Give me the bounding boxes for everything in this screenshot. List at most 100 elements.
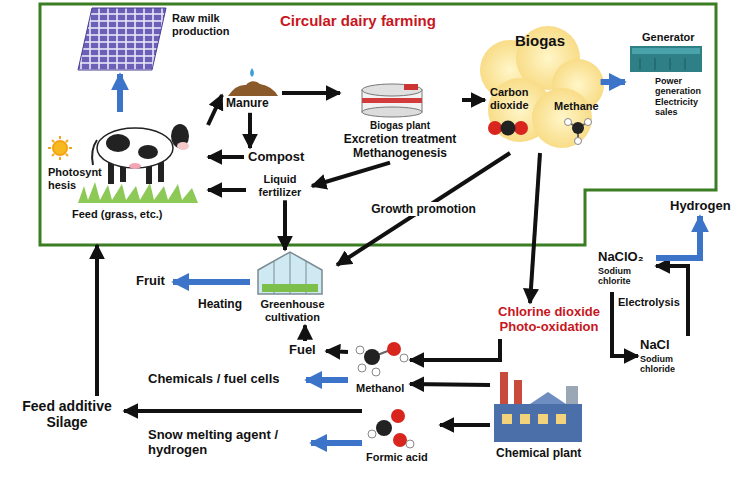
node-label: Photosynt hesis (48, 166, 106, 191)
node-label: Generator (642, 31, 695, 44)
cow-icon-part (97, 128, 173, 168)
node-label: NaCl (640, 338, 670, 353)
flow-arrow-blue (173, 279, 250, 285)
cow-icon-part (92, 140, 97, 165)
node-label: Methanol (356, 382, 404, 395)
chemical-plant-icon-part (514, 380, 522, 406)
methanol-node: Methanol (348, 338, 410, 397)
manure-icon (228, 68, 278, 96)
chemicals-node: Chemicals / fuel cells (146, 370, 306, 390)
flow-arrow (208, 95, 222, 125)
fruit-node: Fruit (133, 272, 173, 292)
sun-icon-part (66, 140, 68, 142)
fuel-node: Fuel (286, 341, 326, 361)
sun-icon-part (69, 147, 72, 149)
node-label: Greenhouse cultivation (250, 298, 335, 323)
methane-molecule (565, 119, 592, 145)
node-label: Sodium chloride (640, 354, 700, 375)
greenhouse-icon-part (258, 252, 322, 294)
biogas-plant-icon-part (362, 84, 422, 96)
farm-frame (40, 4, 716, 245)
biogas-plant-icon-part (404, 84, 418, 90)
flow-arrow-blue (311, 440, 362, 446)
cow-icon-part (177, 142, 189, 150)
grass-icon-part (78, 182, 198, 203)
chlorine-dioxide-node: Chlorine dioxide Photo-oxidation (486, 303, 616, 339)
free-label: Heating (198, 298, 242, 312)
cow-icon-part (129, 163, 141, 169)
node-label: Feed additive Silage (12, 398, 122, 430)
flow-arrow (124, 409, 362, 413)
chemical-plant-icon-part (500, 372, 508, 406)
manure-icon-part (228, 81, 278, 96)
snow-melting-node: Snow melting agent / hydrogen (146, 426, 311, 460)
methane-molecule-part (585, 119, 592, 126)
sun-icon (48, 136, 72, 160)
flow-arrow-blue (117, 74, 123, 112)
methane-molecule-part (575, 138, 582, 145)
chemical-plant-icon-part (556, 414, 566, 424)
flow-arrow (312, 163, 390, 186)
cow-icon-part (138, 145, 158, 159)
formic-acid-molecule-part (391, 409, 405, 423)
chemical-plant-node: Chemical plant (490, 366, 585, 463)
greenhouse-icon-part (262, 284, 318, 292)
sun-icon-part (52, 140, 54, 142)
sun-icon-part (52, 154, 54, 156)
cow-icon (92, 124, 189, 184)
generator-icon-part (640, 58, 641, 70)
node-label: Snow melting agent / hydrogen (148, 428, 298, 458)
chemical-plant-icon-part (494, 404, 582, 442)
chemical-plant-icon-part (566, 386, 578, 404)
methanol-molecule-part (358, 364, 366, 372)
flow-arrow (337, 153, 510, 265)
liquid-fertilizer-node: Liquid fertilizer (246, 172, 312, 200)
sun-icon-part (59, 136, 61, 139)
flow-arrow (410, 339, 500, 360)
chemical-plant-icon-part (530, 392, 566, 404)
methanol-molecule-part (372, 368, 380, 376)
flow-arrow (462, 98, 485, 102)
node-label: Methane (554, 100, 599, 113)
sun-icon-part (66, 154, 68, 156)
generator-icon-part (632, 48, 700, 54)
carbon-dioxide-molecule-part (488, 121, 502, 135)
biogas-plant-node: Biogas plantExcretion treatment Methanog… (340, 80, 462, 163)
sun-icon-part (53, 141, 67, 155)
node-label: Biogas plant (340, 120, 460, 132)
manure-icon-part (250, 68, 254, 77)
hydrogen-node: Hydrogen (668, 198, 740, 216)
flow-arrow (282, 91, 340, 95)
feed-additive-node: Feed additive Silage (10, 396, 124, 436)
flow-arrow (530, 153, 540, 303)
node-label: Power generation Electricity sales (655, 76, 707, 117)
flow-arrow-blue (601, 79, 625, 85)
flow-arrow (283, 200, 287, 250)
free-label: Electrolysis (618, 296, 680, 309)
formic-acid-molecule-part (376, 420, 392, 436)
compost-node: Compost (244, 148, 314, 167)
carbon-dioxide-molecule-part (501, 121, 516, 136)
greenhouse-node: Greenhouse cultivation (250, 250, 337, 325)
flow-arrow (95, 245, 99, 396)
methanol-molecule (356, 342, 408, 376)
greenhouse-icon (258, 252, 322, 294)
node-label: Sodium chlorite (598, 266, 654, 287)
frame-heading: Circular dairy farming (280, 12, 436, 29)
generator-icon-part (655, 58, 656, 70)
solar-panel-part (78, 8, 166, 70)
generator-icon (630, 46, 702, 72)
methanol-molecule-part (364, 349, 380, 365)
node-label: Formic acid (366, 451, 428, 464)
formic-acid-node: Formic acid (362, 405, 440, 467)
node-label: Carbon dioxide (490, 86, 538, 111)
carbon-dioxide-molecule-part (514, 121, 528, 135)
grass-icon (78, 182, 198, 203)
flow-arrow (303, 325, 307, 341)
generator-icon-part (685, 58, 686, 70)
generator-node: GeneratorPower generation Electricity sa… (625, 28, 710, 119)
node-label: Raw milk production (172, 12, 252, 37)
node-label: Excretion treatment Methanogenesis (340, 133, 460, 161)
sun-icon-part (48, 147, 51, 149)
